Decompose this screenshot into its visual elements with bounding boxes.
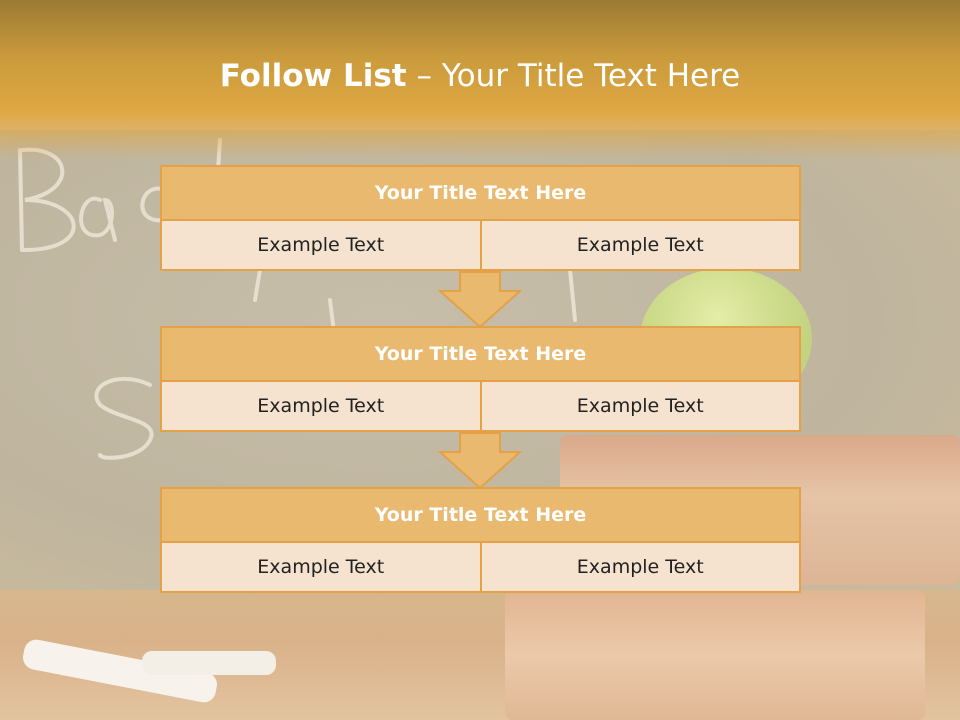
block-row: Example Text Example Text (160, 543, 801, 593)
block-cell-right[interactable]: Example Text (481, 543, 801, 593)
book-stack-bottom (505, 590, 925, 720)
block-row: Example Text Example Text (160, 382, 801, 432)
block-title[interactable]: Your Title Text Here (160, 487, 801, 543)
block-cell-left[interactable]: Example Text (160, 221, 482, 271)
top-band (0, 0, 960, 160)
follow-block-2: Your Title Text Here Example Text Exampl… (160, 326, 801, 432)
follow-block-3: Your Title Text Here Example Text Exampl… (160, 487, 801, 593)
down-arrow-icon (438, 432, 522, 490)
slide-title-rest: – Your Title Text Here (406, 58, 741, 94)
block-cell-left[interactable]: Example Text (160, 382, 482, 432)
block-cell-right[interactable]: Example Text (481, 221, 801, 271)
block-cell-right[interactable]: Example Text (481, 382, 801, 432)
down-arrow-icon (438, 271, 522, 329)
block-title[interactable]: Your Title Text Here (160, 326, 801, 382)
chalk-piece (142, 651, 276, 675)
slide-title: Follow List – Your Title Text Here (0, 54, 960, 98)
block-cell-left[interactable]: Example Text (160, 543, 482, 593)
slide-title-bold: Follow List (219, 58, 407, 94)
block-row: Example Text Example Text (160, 221, 801, 271)
follow-block-1: Your Title Text Here Example Text Exampl… (160, 165, 801, 271)
block-title[interactable]: Your Title Text Here (160, 165, 801, 221)
